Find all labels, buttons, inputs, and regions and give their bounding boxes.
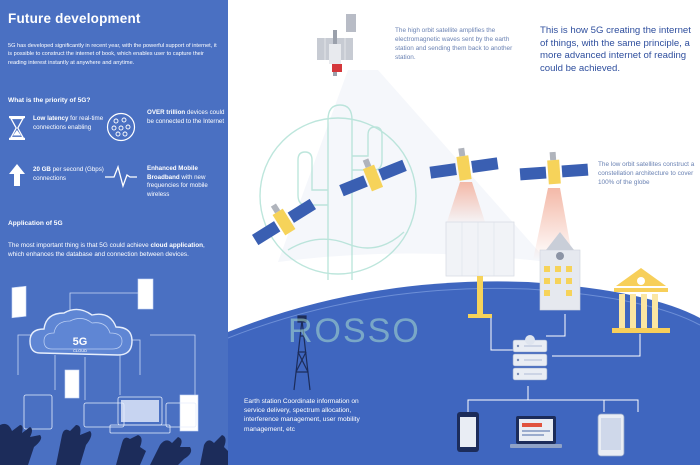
devices-network-icon — [106, 112, 136, 142]
feature-speed: 20 GB per second (Gbps) connections — [33, 166, 104, 182]
server-icon — [512, 335, 548, 381]
cloud-network-illustration: 5G CLOUD — [0, 278, 228, 465]
bank-building — [612, 268, 670, 333]
office-building — [539, 232, 581, 311]
feature-latency: Low latency for real-time connections en… — [33, 115, 104, 131]
smartphone-device — [457, 412, 479, 452]
antenna-tower — [293, 315, 311, 391]
tablet-device — [597, 413, 625, 457]
panel-title: Future development — [8, 11, 141, 26]
low-orbit-text: The low orbit satellites construct a con… — [598, 161, 695, 186]
watermark-text: ROSSO — [288, 312, 421, 350]
cloud-5g-label: 5G — [73, 336, 88, 348]
low-orbit-satellite-1 — [251, 198, 317, 246]
priority-heading: What is the priority of 5G? — [8, 97, 91, 104]
application-heading: Application of 5G — [8, 220, 63, 227]
headline-text: This is how 5G creating the internet of … — [540, 25, 691, 74]
cloud-sub-label: CLOUD — [73, 348, 87, 353]
satellite-scene — [228, 14, 700, 465]
high-orbit-text: The high orbit satellite amplifies the e… — [395, 27, 513, 61]
earth-station-text: Earth station Coordinate information on … — [244, 398, 360, 433]
left-panel: Future development 5G has developed sign… — [0, 0, 228, 465]
earth-surface — [228, 281, 700, 465]
high-orbit-satellite — [317, 14, 356, 76]
feature-broadband: Enhanced Mobile Broadband with new frequ… — [147, 165, 208, 198]
pulse-wave-icon — [105, 164, 137, 189]
upload-arrow-icon — [9, 164, 25, 186]
low-orbit-satellite-3 — [429, 147, 499, 181]
low-orbit-satellite-2 — [339, 158, 407, 197]
low-orbit-satellite-4 — [519, 151, 589, 185]
application-text: The most important thing is that 5G coul… — [8, 242, 205, 259]
laptop-device — [510, 416, 562, 448]
billboard-tower — [445, 221, 515, 318]
intro-text: 5G has developed significantly in recent… — [8, 43, 217, 66]
feature-devices: OVER trillion devices could be connected… — [147, 109, 225, 125]
watermark-logo — [259, 104, 417, 280]
hourglass-icon — [9, 116, 25, 140]
